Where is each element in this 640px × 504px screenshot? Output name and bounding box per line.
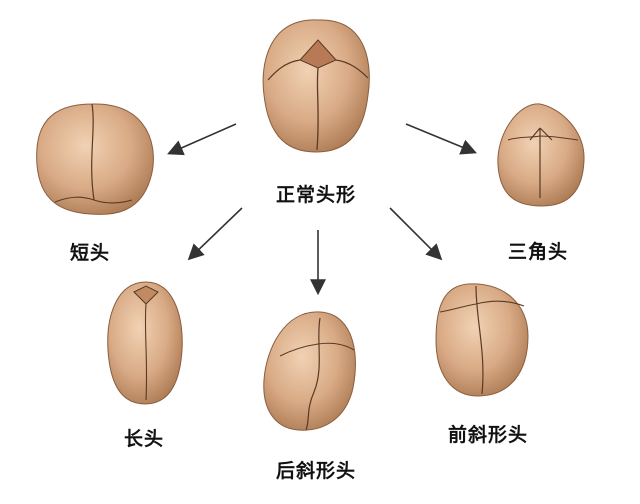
label-short: 短头 — [70, 242, 111, 264]
label-posterior-plagio: 后斜形头 — [276, 460, 357, 482]
label-triangle: 三角头 — [508, 241, 569, 263]
label-anterior-plagio: 前斜形头 — [448, 424, 529, 446]
triangle-skull — [497, 103, 585, 207]
normal-skull — [262, 19, 370, 153]
long-skull — [107, 281, 183, 405]
center-label: 正常头形 — [276, 184, 357, 206]
posterior-plagio-skull — [263, 311, 356, 431]
short-skull — [36, 103, 154, 215]
arrow-to-anterior — [389, 207, 443, 261]
arrow-to-triangle — [405, 123, 477, 155]
arrow-to-short — [167, 123, 237, 156]
arrows — [167, 123, 477, 296]
anterior-plagio-skull — [435, 283, 529, 397]
arrow-to-long — [187, 207, 243, 261]
label-long: 长头 — [124, 428, 165, 450]
